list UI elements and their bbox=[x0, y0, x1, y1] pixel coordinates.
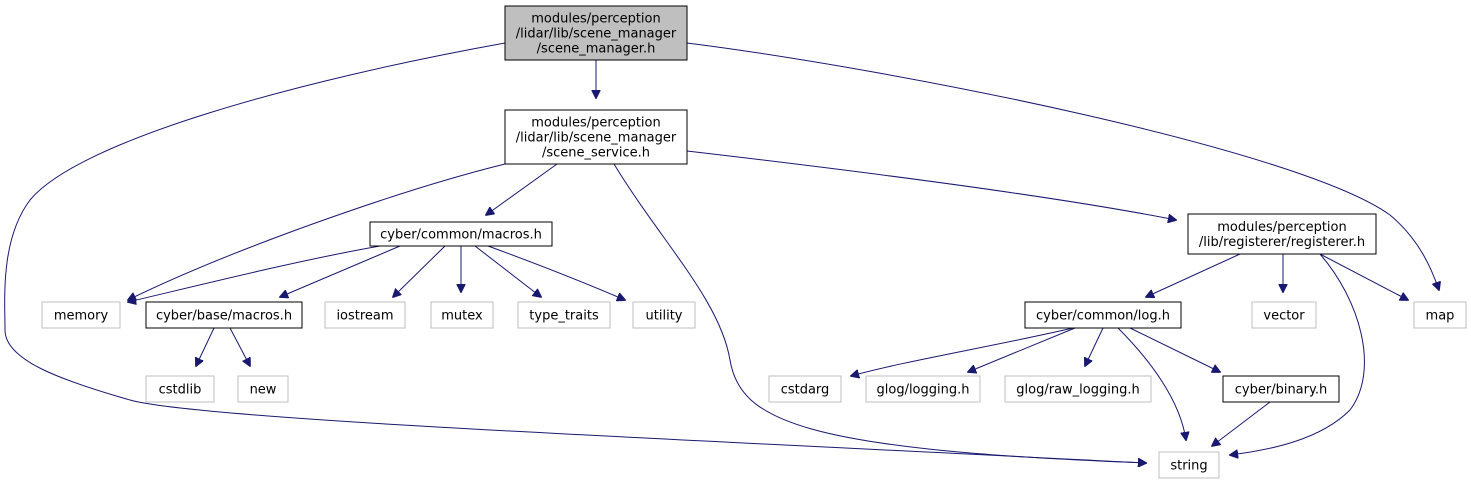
node-vector: vector bbox=[1251, 301, 1317, 329]
node-box bbox=[1187, 213, 1377, 255]
node-label-line: cyber/base/macros.h bbox=[156, 309, 292, 324]
edge-cyber_base_macros_h-to-cstdlib bbox=[196, 327, 215, 366]
node-label-line: mutex bbox=[441, 309, 483, 324]
node-label-line: /scene_manager.h bbox=[537, 42, 656, 57]
node-label-line: memory bbox=[54, 309, 109, 324]
node-label-line: cstdarg bbox=[781, 383, 830, 398]
node-label-line: /scene_service.h bbox=[542, 146, 650, 161]
node-box bbox=[504, 109, 688, 165]
nodes-layer: modules/perception/lidar/lib/scene_manag… bbox=[41, 5, 1467, 479]
edge-cyber_common_macros_h-to-type_traits bbox=[474, 245, 541, 297]
node-string: string bbox=[1158, 451, 1220, 479]
node-label-line: modules/perception bbox=[531, 12, 660, 27]
node-glog_logging_h: glog/logging.h bbox=[865, 375, 981, 403]
node-label-line: iostream bbox=[336, 309, 393, 324]
node-label-line: glog/raw_logging.h bbox=[1016, 383, 1139, 398]
node-cyber_common_log_h[interactable]: cyber/common/log.h bbox=[1024, 301, 1182, 329]
node-label-line: cyber/common/macros.h bbox=[380, 228, 542, 243]
node-label-line: modules/perception bbox=[531, 116, 660, 131]
node-map: map bbox=[1413, 301, 1467, 329]
node-box bbox=[1251, 301, 1317, 329]
edge-cyber_common_log_h-to-string bbox=[1117, 327, 1186, 440]
node-memory: memory bbox=[41, 301, 121, 329]
node-label-line: cstdlib bbox=[159, 383, 202, 398]
node-label-line: utility bbox=[646, 309, 683, 324]
node-utility: utility bbox=[632, 301, 696, 329]
edge-cyber_common_log_h-to-cstdarg bbox=[851, 327, 1074, 376]
node-box bbox=[1004, 375, 1152, 403]
node-label-line: modules/perception bbox=[1217, 220, 1346, 235]
edge-registerer_h-to-cyber_common_log_h bbox=[1146, 253, 1241, 297]
edge-cyber_common_log_h-to-glog_raw_logging_h bbox=[1085, 327, 1104, 366]
edge-cyber_binary_h-to-string bbox=[1212, 401, 1271, 446]
node-scene_service_h[interactable]: modules/perception/lidar/lib/scene_manag… bbox=[504, 109, 688, 165]
node-box bbox=[517, 301, 611, 329]
edge-cyber_base_macros_h-to-new bbox=[229, 327, 250, 366]
node-label-line: /lib/registerer/registerer.h bbox=[1199, 235, 1365, 250]
node-cyber_binary_h[interactable]: cyber/binary.h bbox=[1222, 375, 1340, 403]
edge-scene_manager_h-to-map bbox=[686, 42, 1439, 290]
node-mutex: mutex bbox=[430, 301, 494, 329]
node-label-line: cyber/binary.h bbox=[1235, 383, 1327, 398]
node-registerer_h[interactable]: modules/perception/lib/registerer/regist… bbox=[1187, 213, 1377, 255]
node-type_traits: type_traits bbox=[517, 301, 611, 329]
edge-cyber_common_macros_h-to-cyber_base_macros_h bbox=[280, 245, 401, 297]
edge-cyber_common_log_h-to-cyber_binary_h bbox=[1129, 327, 1220, 372]
node-box bbox=[237, 375, 289, 403]
edge-registerer_h-to-map bbox=[1319, 253, 1408, 300]
node-cyber_common_macros_h[interactable]: cyber/common/macros.h bbox=[369, 221, 553, 247]
edge-cyber_common_macros_h-to-iostream bbox=[393, 245, 446, 297]
node-box bbox=[768, 375, 842, 403]
node-cstdarg: cstdarg bbox=[768, 375, 842, 403]
node-box bbox=[369, 221, 553, 247]
node-label-line: type_traits bbox=[529, 309, 599, 324]
node-cstdlib: cstdlib bbox=[145, 375, 215, 403]
node-label-line: vector bbox=[1263, 309, 1305, 324]
node-box bbox=[1222, 375, 1340, 403]
node-iostream: iostream bbox=[324, 301, 406, 329]
node-box bbox=[145, 375, 215, 403]
node-scene_manager_h[interactable]: modules/perception/lidar/lib/scene_manag… bbox=[504, 5, 688, 61]
node-label-line: string bbox=[1170, 459, 1207, 474]
node-new: new bbox=[237, 375, 289, 403]
node-box bbox=[1158, 451, 1220, 479]
edge-cyber_common_macros_h-to-memory bbox=[128, 245, 381, 302]
edge-registerer_h-to-string bbox=[1230, 253, 1365, 455]
node-box bbox=[41, 301, 121, 329]
node-label-line: /lidar/lib/scene_manager bbox=[516, 27, 677, 42]
node-cyber_base_macros_h[interactable]: cyber/base/macros.h bbox=[145, 301, 303, 329]
node-label-line: map bbox=[1426, 309, 1455, 324]
node-box bbox=[504, 5, 688, 61]
node-label-line: /lidar/lib/scene_manager bbox=[516, 131, 677, 146]
node-label-line: new bbox=[250, 383, 277, 398]
node-box bbox=[430, 301, 494, 329]
edge-scene_service_h-to-cyber_common_macros_h bbox=[486, 163, 558, 215]
node-label-line: glog/logging.h bbox=[877, 383, 970, 398]
node-box bbox=[1024, 301, 1182, 329]
node-box bbox=[1413, 301, 1467, 329]
node-box bbox=[632, 301, 696, 329]
edge-scene_service_h-to-string bbox=[613, 163, 1146, 463]
edge-cyber_common_log_h-to-glog_logging_h bbox=[968, 327, 1076, 372]
node-box bbox=[324, 301, 406, 329]
node-box bbox=[145, 301, 303, 329]
edge-scene_service_h-to-memory bbox=[128, 163, 506, 300]
node-label-line: cyber/common/log.h bbox=[1036, 309, 1170, 324]
node-box bbox=[865, 375, 981, 403]
edge-scene_service_h-to-registerer_h bbox=[686, 150, 1176, 220]
edge-cyber_common_macros_h-to-utility bbox=[487, 245, 625, 300]
edges-layer bbox=[4, 42, 1439, 463]
node-glog_raw_logging_h: glog/raw_logging.h bbox=[1004, 375, 1152, 403]
edge-scene_manager_h-to-string bbox=[4, 42, 1146, 463]
